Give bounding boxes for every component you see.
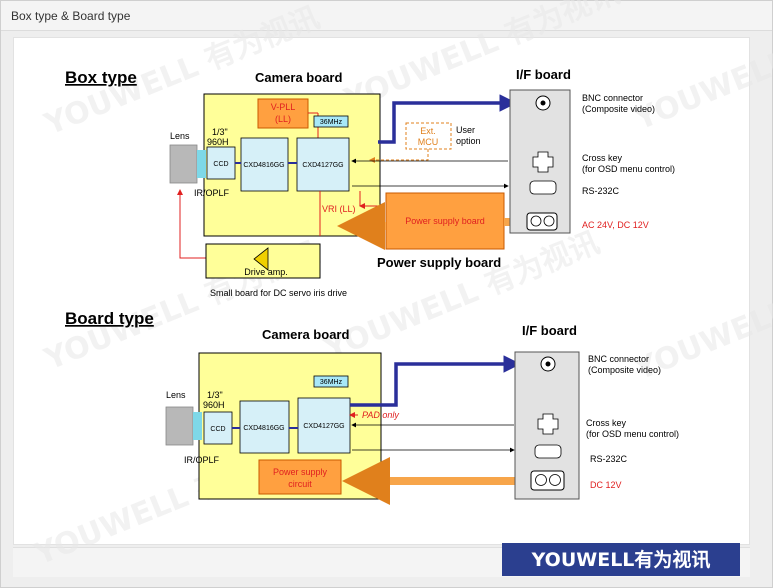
board-chip-cxd4127 (297, 397, 351, 454)
board-chip1-label: CXD4816GG (243, 425, 284, 432)
box-bnc-label-2: (Composite video) (582, 104, 655, 114)
board-ir-label: IR/OPLF (184, 455, 220, 465)
box-ir-label: IR/OPLF (194, 188, 230, 198)
box-chip2-label: CXD4127GG (302, 162, 343, 169)
window-title: Box type & Board type (11, 9, 131, 23)
watermark-group: YOUWELL 有为视讯 YOUWELL 有为视讯 YOUWELL 有为视讯 Y… (29, 0, 773, 573)
board-pad-label: PAD only (362, 410, 399, 420)
board-cross-key-label-1: Cross key (586, 418, 627, 428)
box-rs232-icon (529, 180, 557, 195)
board-chip-cxd4816 (239, 400, 290, 454)
board-lens-label: Lens (166, 390, 186, 400)
box-ccd-label: CCD (213, 161, 228, 168)
box-bnc-label-1: BNC connector (582, 93, 643, 103)
board-rs232-icon (534, 444, 562, 459)
board-bnc-label-2: (Composite video) (588, 365, 661, 375)
box-vri-label: VRI (LL) (322, 204, 356, 214)
box-chip1-label: CXD4816GG (243, 162, 284, 169)
box-if-board-label: I/F board (516, 67, 571, 82)
board-ir-filter (193, 412, 202, 440)
box-cross-key-label-2: (for OSD menu control) (582, 164, 675, 174)
box-cross-key-label-1: Cross key (582, 153, 623, 163)
title-bar: Box type & Board type (1, 1, 772, 31)
board-if-board-label: I/F board (522, 323, 577, 338)
box-small-board-label: Small board for DC servo iris drive (210, 288, 347, 298)
board-power-circuit (258, 459, 342, 495)
board-camera-board-label: Camera board (262, 327, 349, 342)
box-cross-key-icon (532, 151, 554, 173)
board-cross-key-icon (537, 413, 559, 435)
box-freq-label: 36MHz (320, 119, 343, 126)
board-crystal-36mhz (313, 375, 349, 388)
box-ext-mcu (405, 122, 452, 150)
board-bnc-label-1: BNC connector (588, 354, 649, 364)
box-lens-label: Lens (170, 131, 190, 141)
box-user-option-2: option (456, 136, 481, 146)
box-chip-cxd4816 (240, 137, 289, 192)
box-power-board-label: Power supply board (377, 255, 501, 270)
board-power-circuit-2: circuit (288, 479, 312, 489)
board-power-circuit-1: Power supply (273, 467, 328, 477)
youwell-logo-badge (502, 543, 740, 576)
box-user-option-1: User (456, 125, 475, 135)
box-power-inner-label: Power supply board (405, 216, 485, 226)
box-drive-amp-label: Drive amp. (244, 267, 288, 277)
box-sensor-size: 1/3" (212, 127, 228, 137)
box-ac-label: AC 24V, DC 12V (582, 220, 649, 230)
youwell-logo-text: YOUWELL有为视讯 (531, 548, 711, 571)
board-chip2-label: CXD4127GG (303, 423, 344, 430)
board-rs232-label: RS-232C (590, 454, 628, 464)
board-ccd-chip (203, 411, 233, 445)
watermark: YOUWELL 有为视讯 (629, 0, 773, 138)
box-ir-filter (197, 150, 206, 178)
box-ext-mcu-1: Ext. (420, 126, 436, 136)
box-chip-cxd4127 (296, 137, 350, 192)
box-crystal-36mhz (313, 115, 349, 128)
board-lens (165, 406, 194, 446)
board-ccd-label: CCD (210, 426, 225, 433)
box-ccd-chip (206, 146, 236, 180)
box-power-supply-board (385, 192, 505, 250)
box-ext-mcu-2: MCU (418, 137, 439, 147)
board-type-title: Board type (65, 309, 154, 328)
box-rs232-label: RS-232C (582, 186, 620, 196)
board-freq-label: 36MHz (320, 379, 343, 386)
box-vpll-label-2: (LL) (275, 114, 291, 124)
board-sensor-resolution: 960H (203, 400, 225, 410)
box-sensor-resolution: 960H (207, 137, 229, 147)
board-sensor-size: 1/3" (207, 390, 223, 400)
box-camera-board-label: Camera board (255, 70, 342, 85)
box-lens (169, 144, 198, 184)
board-cross-key-label-2: (for OSD menu control) (586, 429, 679, 439)
box-type-title: Box type (65, 68, 137, 87)
board-dc-label: DC 12V (590, 480, 622, 490)
box-vpll-label-1: V-PLL (271, 102, 296, 112)
